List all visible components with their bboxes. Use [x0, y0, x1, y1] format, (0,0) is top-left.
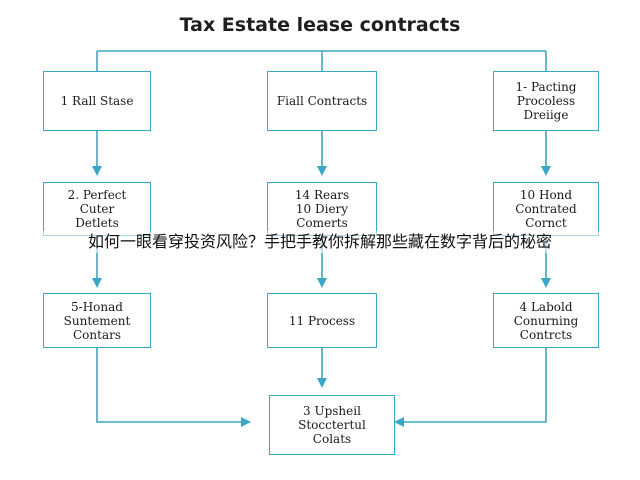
node-r1c2: Fiall Contracts [267, 71, 377, 131]
node-text-line: 3 Upsheil [303, 404, 361, 418]
diagram-title: Tax Estate lease contracts [179, 14, 461, 36]
node-text-line: Colats [312, 432, 352, 446]
arrow-col1-to-final [96, 348, 251, 427]
arrow-col3-to-final [394, 348, 547, 427]
node-text-line: 5-Honad [71, 299, 123, 314]
node-text-line: Suntement [63, 313, 131, 328]
node-text-line: 4 Labold [519, 299, 573, 314]
node-text-line: 1 Rall Stase [60, 94, 134, 108]
node-text-line: 11 Process [288, 313, 356, 328]
node-text-line: 14 Rears [294, 188, 350, 202]
node-text-line: 2. Perfect [67, 188, 127, 202]
node-text-line: Contrated [515, 202, 577, 216]
node-text-line: Stocctertul [298, 418, 366, 432]
node-text-line: 10 Hond [519, 188, 573, 202]
node-r3c2: 11 Process [267, 293, 377, 348]
node-text-line: Dreiige [523, 108, 569, 122]
node-text-line: Conurning [513, 313, 579, 328]
node-text-line: Cornct [525, 216, 567, 230]
overlay-caption: 如何一眼看穿投资风险？手把手教你拆解那些藏在数字背后的秘密 [0, 231, 640, 253]
node-text-line: Contrcts [519, 327, 573, 342]
node-text-line: Contars [72, 327, 121, 342]
node-text-line: Comerts [296, 216, 348, 230]
node-text-line: Fiall Contracts [276, 94, 368, 108]
node-text-line: Detlets [75, 216, 119, 230]
node-r1c1: 1 Rall Stase [43, 71, 151, 131]
node-text-line: 10 Diery [295, 202, 349, 216]
node-text-line: 1- Pacting [515, 80, 577, 94]
node-text-line: Procoless [516, 94, 576, 108]
node-text-line: Cuter [79, 202, 115, 216]
